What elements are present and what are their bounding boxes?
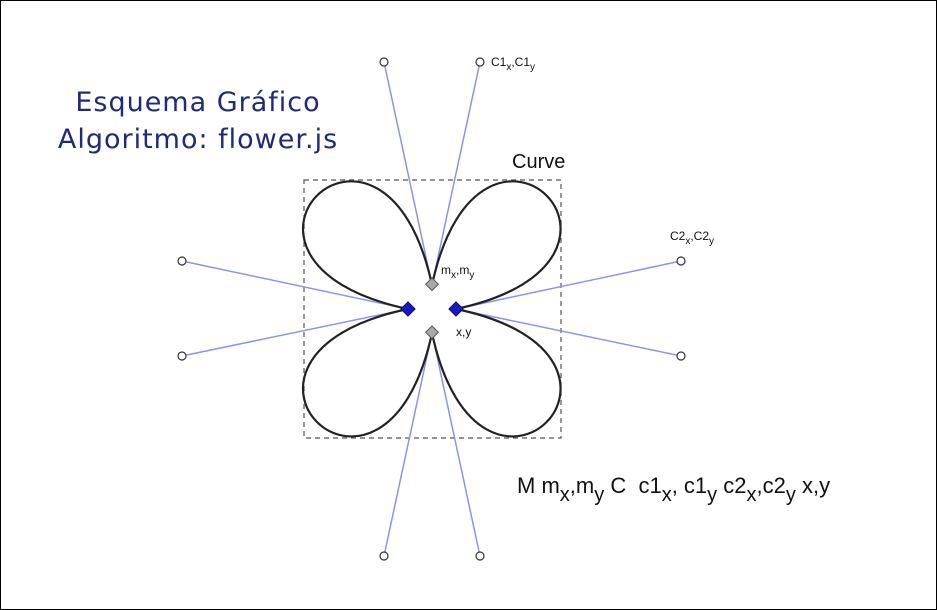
m-label: mx,my <box>441 263 474 281</box>
handle-line-top-left <box>383 61 433 286</box>
control-points <box>177 57 686 561</box>
bounding-box <box>303 179 562 439</box>
control-point[interactable] <box>177 351 187 361</box>
svg-path-formula: M mx,my C c1x, c1y c2x,c2y x,y <box>517 473 830 506</box>
xy-label: x,y <box>456 325 471 339</box>
anchor-point-right[interactable] <box>448 301 464 317</box>
diagram-title: Esquema Gráfico Algoritmo: flower.js <box>28 84 368 158</box>
handle-line-right-lower <box>455 308 682 357</box>
handle-line-left-upper <box>181 260 409 310</box>
handle-line-bottom-left <box>383 332 433 557</box>
handle-line-left-lower <box>181 308 409 357</box>
anchor-point-m[interactable] <box>424 277 440 292</box>
anchor-point-left[interactable] <box>400 301 416 317</box>
handle-line-bottom-right <box>431 332 481 557</box>
control-point[interactable] <box>379 57 389 67</box>
control-point[interactable] <box>676 351 686 361</box>
control-point-c1[interactable] <box>475 57 485 67</box>
control-point[interactable] <box>177 256 187 266</box>
petal-top-left <box>302 180 434 311</box>
handle-line-right-upper <box>455 260 682 310</box>
petal-bottom-right <box>430 307 562 438</box>
petal-bottom-left <box>302 307 434 438</box>
handle-lines <box>181 61 682 557</box>
flower-curve <box>302 180 562 438</box>
anchor-point-xy[interactable] <box>424 325 440 340</box>
control-point[interactable] <box>379 551 389 561</box>
c2-label: C2x,C2y <box>670 229 714 247</box>
handle-line-top-right <box>431 61 481 286</box>
control-point-c2[interactable] <box>676 256 686 266</box>
title-line-1: Esquema Gráfico <box>75 87 321 118</box>
c1-label: C1x,C1y <box>491 55 535 73</box>
title-line-2: Algoritmo: flower.js <box>57 124 339 155</box>
curve-label: Curve <box>512 151 565 173</box>
control-point[interactable] <box>475 551 485 561</box>
petal-top-right <box>430 180 562 311</box>
